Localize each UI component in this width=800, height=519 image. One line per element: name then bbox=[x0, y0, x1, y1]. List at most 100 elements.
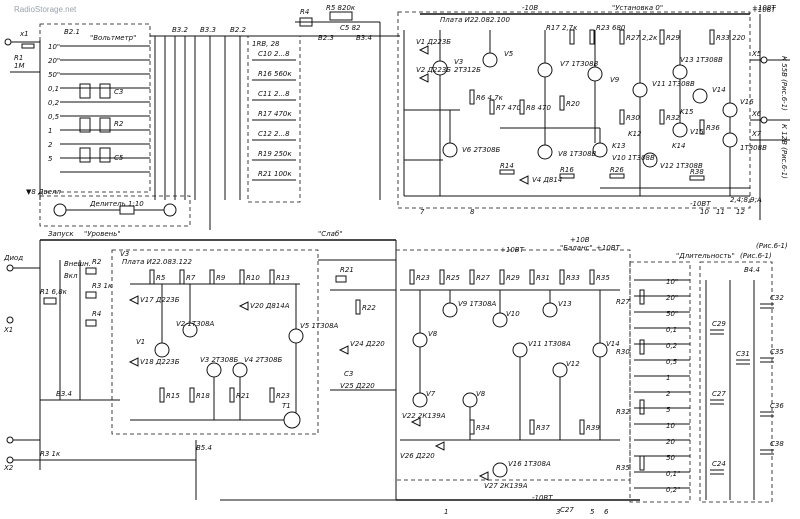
svg-text:-10ВТ: -10ВТ bbox=[690, 200, 711, 208]
svg-text:R22: R22 bbox=[362, 304, 376, 312]
svg-text:50: 50 bbox=[666, 454, 675, 462]
svg-text:R37: R37 bbox=[536, 424, 550, 432]
svg-text:0,1: 0,1 bbox=[666, 326, 677, 334]
vk-label: ▼8 Двелл bbox=[26, 188, 61, 196]
svg-text:R23: R23 bbox=[276, 392, 290, 400]
out-right2-label: К 12В (Рис.6-1) bbox=[780, 124, 788, 179]
svg-text:(Рис.6-1): (Рис.6-1) bbox=[756, 242, 788, 250]
svg-text:V8 1Т308В: V8 1Т308В bbox=[558, 150, 597, 158]
svg-text:X6: X6 bbox=[751, 110, 762, 118]
svg-text:R6 4,7к: R6 4,7к bbox=[476, 94, 504, 102]
svg-text:ВЗ.4: ВЗ.4 bbox=[56, 390, 72, 398]
svg-text:R23: R23 bbox=[416, 274, 430, 282]
svg-text:0,2: 0,2 bbox=[48, 99, 60, 107]
svg-text:V1 Д223Б: V1 Д223Б bbox=[416, 38, 451, 46]
divider-block: ▼8 Двелл Делитель 1:10 bbox=[26, 188, 191, 227]
balans-label: "Баланс" bbox=[560, 244, 593, 252]
svg-text:R29: R29 bbox=[666, 34, 680, 42]
svg-text:R36: R36 bbox=[706, 124, 720, 132]
svg-text:K15: K15 bbox=[680, 108, 694, 116]
svg-text:0,5: 0,5 bbox=[48, 113, 60, 121]
svg-text:х1: х1 bbox=[19, 30, 29, 38]
svg-text:C3: C3 bbox=[114, 88, 123, 96]
svg-text:R27 2,2к: R27 2,2к bbox=[626, 34, 658, 42]
svg-text:C5 82: C5 82 bbox=[340, 24, 361, 32]
svg-text:V3: V3 bbox=[454, 58, 463, 66]
svg-text:1: 1 bbox=[444, 508, 448, 516]
svg-text:R38: R38 bbox=[690, 168, 704, 176]
svg-text:R34: R34 bbox=[476, 424, 490, 432]
svg-text:R21 100к: R21 100к bbox=[258, 170, 292, 178]
attenuator-block: С10 2...8 R16 560к С11 2...8 R17 470к С1… bbox=[247, 35, 301, 203]
svg-text:R27: R27 bbox=[616, 298, 630, 306]
sweep-plate: Плата И22.083.122 V3 V2 1Т308А V3 2Т308Б… bbox=[111, 249, 339, 435]
svg-text:С27: С27 bbox=[560, 506, 574, 514]
svg-text:X7: X7 bbox=[751, 130, 762, 138]
svg-text:В3.3: В3.3 bbox=[200, 26, 216, 34]
svg-text:C27: C27 bbox=[712, 390, 726, 398]
svg-text:10": 10" bbox=[666, 278, 678, 286]
svg-text:В2.2: В2.2 bbox=[230, 26, 246, 34]
svg-text:20": 20" bbox=[48, 57, 60, 65]
svg-text:V13: V13 bbox=[558, 300, 572, 308]
svg-text:V3 2Т308Б: V3 2Т308Б bbox=[200, 356, 239, 364]
ris-right-label: (Рис.6-1) bbox=[740, 252, 772, 260]
svg-text:R7: R7 bbox=[186, 274, 196, 282]
bottom-left-ground: Х2 R3 1к В5.4 bbox=[3, 436, 212, 500]
svg-text:R18: R18 bbox=[196, 392, 210, 400]
svg-text:R17 2,7к: R17 2,7к bbox=[546, 24, 578, 32]
slab-label: "Слаб" bbox=[318, 230, 342, 238]
svg-text:V3: V3 bbox=[120, 250, 129, 258]
svg-text:0,1": 0,1" bbox=[666, 470, 680, 478]
dlitelnost-label: "Длительность" bbox=[676, 252, 735, 260]
svg-text:R3 1к: R3 1к bbox=[40, 450, 61, 458]
svg-text:R27: R27 bbox=[476, 274, 490, 282]
svg-text:50": 50" bbox=[666, 310, 678, 318]
svg-text:R30: R30 bbox=[616, 348, 630, 356]
output-amplifier-plate: "Баланс" +10В V8 V9 1Т308А V10 V11 1Т308… bbox=[395, 236, 631, 516]
svg-text:R16 560к: R16 560к bbox=[258, 70, 292, 78]
svg-text:V2 Д223Б: V2 Д223Б bbox=[416, 66, 451, 74]
svg-text:В2.3: В2.3 bbox=[318, 34, 334, 42]
top-resistor-chain: R4 R5 820к C5 82 В2.3 В3.4 bbox=[295, 4, 400, 200]
svg-text:V2 1Т308А: V2 1Т308А bbox=[176, 320, 215, 328]
svg-text:20: 20 bbox=[666, 438, 675, 446]
svg-text:R29: R29 bbox=[506, 274, 520, 282]
svg-text:V17 Д223Б: V17 Д223Б bbox=[140, 296, 180, 304]
out-right-label: К 55В (Рис.6-1) bbox=[780, 56, 788, 111]
svg-text:+10ВТ: +10ВТ bbox=[596, 244, 621, 252]
svg-text:R1 6,8к: R1 6,8к bbox=[40, 288, 68, 296]
svg-text:10: 10 bbox=[666, 422, 675, 430]
svg-text:2Т312Б: 2Т312Б bbox=[454, 66, 481, 74]
svg-text:R10: R10 bbox=[246, 274, 260, 282]
svg-text:V5: V5 bbox=[504, 50, 514, 58]
vnesh-label: Внешн. bbox=[64, 260, 91, 268]
svg-text:V20 Д814А: V20 Д814А bbox=[250, 302, 290, 310]
bottom-rails: -10ВТ С27 bbox=[220, 494, 640, 514]
top-amplifier-plate: Плата И22.082.100 "Установка 0" +108Т -1… bbox=[397, 4, 776, 216]
divider-label: Делитель 1:10 bbox=[89, 200, 144, 208]
svg-text:V18 Д223Б: V18 Д223Б bbox=[140, 358, 180, 366]
svg-text:20": 20" bbox=[666, 294, 678, 302]
svg-text:V25 Д220: V25 Д220 bbox=[340, 382, 375, 390]
svg-text:K13: K13 bbox=[612, 142, 626, 150]
svg-text:С12 2...8: С12 2...8 bbox=[258, 130, 290, 138]
svg-text:3: 3 bbox=[556, 508, 560, 516]
svg-text:R15: R15 bbox=[166, 392, 180, 400]
svg-text:10: 10 bbox=[700, 208, 709, 216]
uroven-label: "Уровень" bbox=[84, 230, 121, 238]
left-plate-label: Плата И22.083.122 bbox=[122, 258, 192, 266]
svg-text:R39: R39 bbox=[586, 424, 600, 432]
svg-text:2: 2 bbox=[666, 390, 671, 398]
svg-text:V4 Д814: V4 Д814 bbox=[532, 176, 562, 184]
svg-text:Х1: Х1 bbox=[3, 326, 13, 334]
svg-text:R35: R35 bbox=[596, 274, 610, 282]
svg-text:V15: V15 bbox=[690, 128, 704, 136]
voltmeter-label: "Вольтметр" bbox=[90, 34, 136, 42]
svg-text:R32: R32 bbox=[616, 408, 630, 416]
svg-text:R5 820к: R5 820к bbox=[326, 4, 356, 12]
svg-text:V8: V8 bbox=[476, 390, 486, 398]
svg-text:V14: V14 bbox=[712, 86, 726, 94]
diod-label: Диод bbox=[3, 254, 23, 262]
